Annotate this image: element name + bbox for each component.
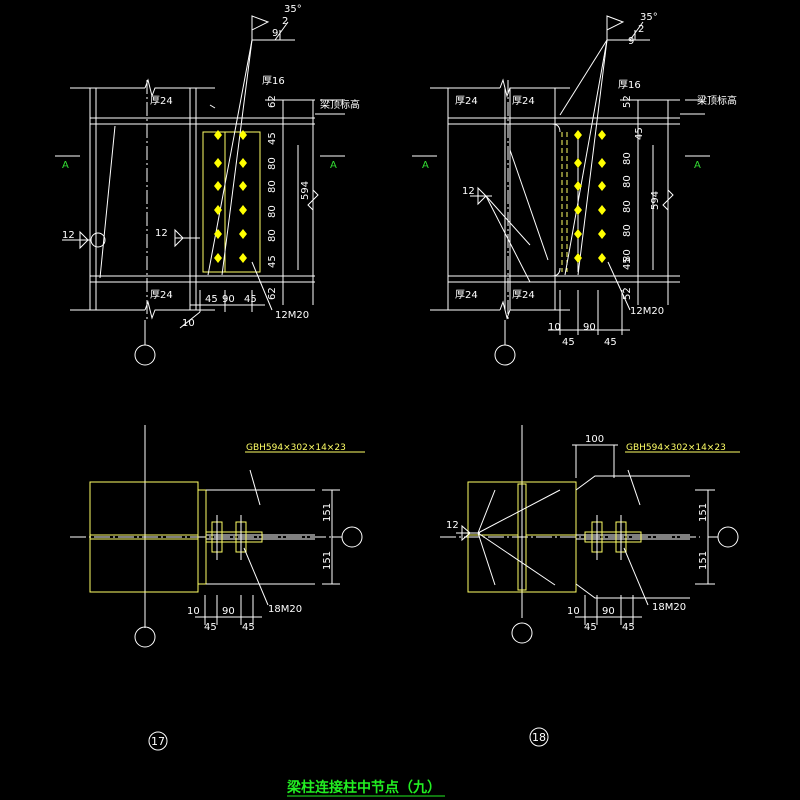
plan-dim-90-18: 90 — [602, 606, 615, 617]
dim-45-bottom-18: 45 — [622, 257, 633, 270]
weld-size-9-18: 9 — [628, 36, 634, 47]
weld-angle-17: 35° — [284, 4, 302, 15]
dim-10-18: 10 — [548, 322, 561, 333]
weld-12-18: 12 — [462, 186, 475, 197]
section-a-left-17: A — [62, 160, 69, 171]
weld-angle-18: 35° — [640, 12, 658, 23]
dim-80-5-18: 80 — [622, 249, 633, 262]
dim-45-a-17: 45 — [205, 294, 218, 305]
dim-45-a-18: 45 — [562, 337, 575, 348]
bolts-17 — [214, 130, 247, 263]
detail-17-plan — [70, 425, 365, 751]
dim-594-18: 594 — [650, 191, 661, 210]
dim-52-bottom-18: 52 — [622, 287, 633, 300]
flange-thickness-top-left-18: 厚24 — [455, 95, 478, 107]
dim-80-2-18: 80 — [622, 175, 633, 188]
dim-80-3-18: 80 — [622, 200, 633, 213]
dim-62-top-17: 62 — [267, 95, 278, 108]
plan-dim-100-18: 100 — [585, 434, 604, 445]
plan-bolt-spec-17: 18M20 — [268, 604, 302, 615]
drawing-title: 梁柱连接柱中节点（九） — [286, 779, 441, 796]
flange-thickness-bottom-right-18: 厚24 — [512, 289, 535, 301]
dim-151-top-17: 151 — [322, 503, 333, 522]
section-label-18: GBH594×302×14×23 — [626, 443, 726, 453]
section-a-right-17: A — [330, 160, 337, 171]
bolt-spec-18: 12M20 — [630, 306, 664, 317]
plan-bolt-spec-18: 18M20 — [652, 602, 686, 613]
weld-size-9-17: 9 — [272, 28, 278, 39]
weld-size-2-17: 2 — [282, 16, 288, 27]
plan-dim-10-17: 10 — [187, 606, 200, 617]
dim-45-top-17: 45 — [267, 132, 278, 145]
dim-594-17: 594 — [300, 181, 311, 200]
section-a-left-18: A — [422, 160, 429, 171]
detail-number-17: 17 — [151, 735, 165, 748]
flange-thickness-top-17: 厚24 — [150, 95, 173, 107]
weld-12-left-17: 12 — [62, 230, 75, 241]
dim-151-bottom-17: 151 — [322, 551, 333, 570]
plate-thickness-17: 厚16 — [262, 75, 285, 87]
dim-80-1-17: 80 — [267, 157, 278, 170]
dim-80-2-17: 80 — [267, 180, 278, 193]
bolts-18 — [574, 130, 606, 263]
plan-dim-90-17: 90 — [222, 606, 235, 617]
dim-80-3-17: 80 — [267, 205, 278, 218]
flange-thickness-bottom-left-18: 厚24 — [455, 289, 478, 301]
plan-dim-45-a-17: 45 — [204, 622, 217, 633]
dim-10-17: 10 — [182, 318, 195, 329]
section-label-17: GBH594×302×14×23 — [246, 443, 346, 453]
weld-size-2-18: 2 — [638, 24, 644, 35]
dim-80-4-18: 80 — [622, 224, 633, 237]
dim-45-top-18: 45 — [634, 127, 645, 140]
plate-thickness-18: 厚16 — [618, 79, 641, 91]
dim-90-17: 90 — [222, 294, 235, 305]
beam-top-label-18: 梁顶标高 — [697, 94, 737, 107]
labels: 35° 2 9 厚16 厚24 厚24 梁顶标高 A A 12 12 45 90… — [62, 4, 737, 797]
detail-18-elevation — [412, 15, 710, 366]
dim-80-4-17: 80 — [267, 229, 278, 242]
dim-45-b-18: 45 — [604, 337, 617, 348]
beam-top-label-17: 梁顶标高 — [320, 98, 360, 111]
flange-thickness-top-right-18: 厚24 — [512, 95, 535, 107]
flange-thickness-bottom-17: 厚24 — [150, 289, 173, 301]
plan-dim-10-18: 10 — [567, 606, 580, 617]
dim-45-bottom-17: 45 — [267, 255, 278, 268]
detail-number-18: 18 — [532, 731, 546, 744]
dim-80-1-18: 80 — [622, 152, 633, 165]
dim-90-18: 90 — [583, 322, 596, 333]
detail-18-plan — [440, 425, 740, 747]
dim-52-top-18: 52 — [622, 95, 633, 108]
plan-dim-45-b-18: 45 — [622, 622, 635, 633]
plan-weld-12-18: 12 — [446, 520, 459, 531]
dim-151-top-18: 151 — [698, 503, 709, 522]
dim-62-bottom-17: 62 — [267, 287, 278, 300]
plan-dim-45-a-18: 45 — [584, 622, 597, 633]
plan-dim-45-b-17: 45 — [242, 622, 255, 633]
bolt-spec-17: 12M20 — [275, 310, 309, 321]
dim-151-bottom-18: 151 — [698, 551, 709, 570]
section-a-right-18: A — [694, 160, 701, 171]
weld-12-mid-17: 12 — [155, 228, 168, 239]
dim-45-b-17: 45 — [244, 294, 257, 305]
